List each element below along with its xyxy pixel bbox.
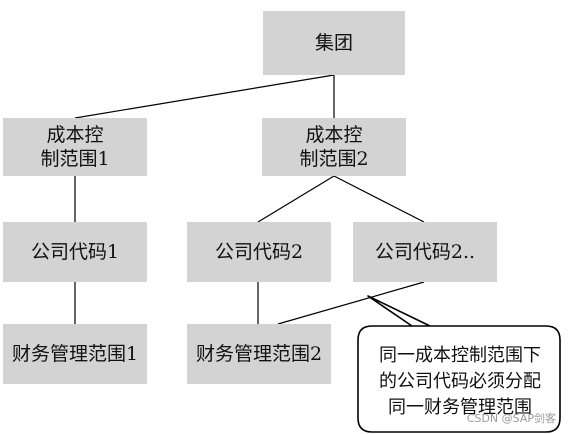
link-cost2-cc2 xyxy=(257,175,335,223)
callout-bubble xyxy=(357,295,561,433)
callout-note: 同一成本控制范围下 的公司代码必须分配 同一财务管理范围 xyxy=(379,345,541,418)
node-label: 公司代码2.. xyxy=(374,241,476,263)
node-company-code-2: 公司代码2 xyxy=(187,222,331,282)
link-cost2-cc2b xyxy=(333,175,425,223)
node-group: 集团 xyxy=(263,11,405,75)
node-label: 公司代码1 xyxy=(30,241,120,263)
watermark: CSDN @SAP剑客 xyxy=(466,412,556,425)
node-cost-area-2: 成本控 制范围2 xyxy=(262,118,406,176)
node-label: 集团 xyxy=(314,32,353,54)
node-label: 财务管理范围2 xyxy=(195,343,323,365)
node-finance-area-2: 财务管理范围2 xyxy=(187,324,331,384)
node-company-code-1: 公司代码1 xyxy=(3,222,147,282)
node-company-code-2b: 公司代码2.. xyxy=(353,222,497,282)
link-group-cost1 xyxy=(74,74,335,119)
node-label: 成本控 制范围1 xyxy=(40,124,110,170)
node-label: 公司代码2 xyxy=(214,241,304,263)
node-cost-area-1: 成本控 制范围1 xyxy=(3,118,147,176)
link-cc2b-fin2 xyxy=(277,281,425,325)
node-label: 成本控 制范围2 xyxy=(299,124,369,170)
node-label: 财务管理范围1 xyxy=(11,343,139,365)
node-finance-area-1: 财务管理范围1 xyxy=(3,324,147,384)
